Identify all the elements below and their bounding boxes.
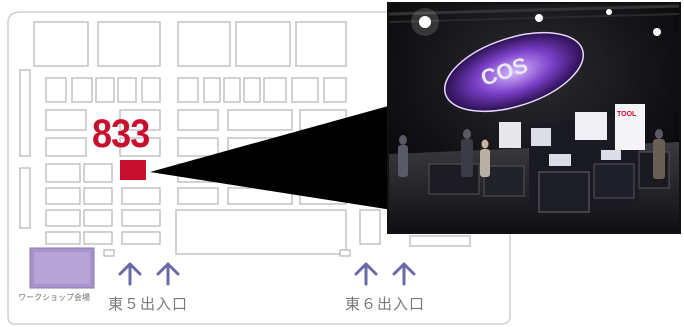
- workshop-area-inner: [34, 252, 90, 284]
- up-arrow-icon: [156, 262, 180, 286]
- booth-row-small: [45, 77, 347, 103]
- entrance-arrows-east6: [354, 262, 416, 286]
- booth-rows-middle: [45, 109, 347, 245]
- booth-number-label: 833: [92, 112, 150, 156]
- door-marker: [103, 249, 115, 257]
- callout-pointer: [150, 105, 392, 210]
- highlighted-booth-833: [120, 160, 146, 180]
- workshop-label: ワークショップ会場: [18, 293, 90, 302]
- up-arrow-icon: [354, 262, 378, 286]
- large-lower-booth: [175, 209, 347, 255]
- left-wall-booth: [19, 167, 31, 229]
- panel-text: TOOL: [617, 111, 637, 118]
- exhibition-booth-photo: COS TOOL: [389, 4, 679, 232]
- booth-row-top: [33, 21, 347, 67]
- up-arrow-icon: [118, 262, 142, 286]
- booth-render-photo: COS TOOL: [387, 2, 681, 234]
- door-marker: [339, 249, 351, 257]
- entrance-arrows-east5: [118, 262, 180, 286]
- entrance-label-east5: 東５出入口: [108, 295, 189, 313]
- lower-right-booth: [409, 235, 471, 247]
- lower-right-booth: [359, 209, 381, 245]
- up-arrow-icon: [392, 262, 416, 286]
- entrance-label-east6: 東６出入口: [345, 295, 426, 313]
- left-wall-booth: [19, 69, 31, 157]
